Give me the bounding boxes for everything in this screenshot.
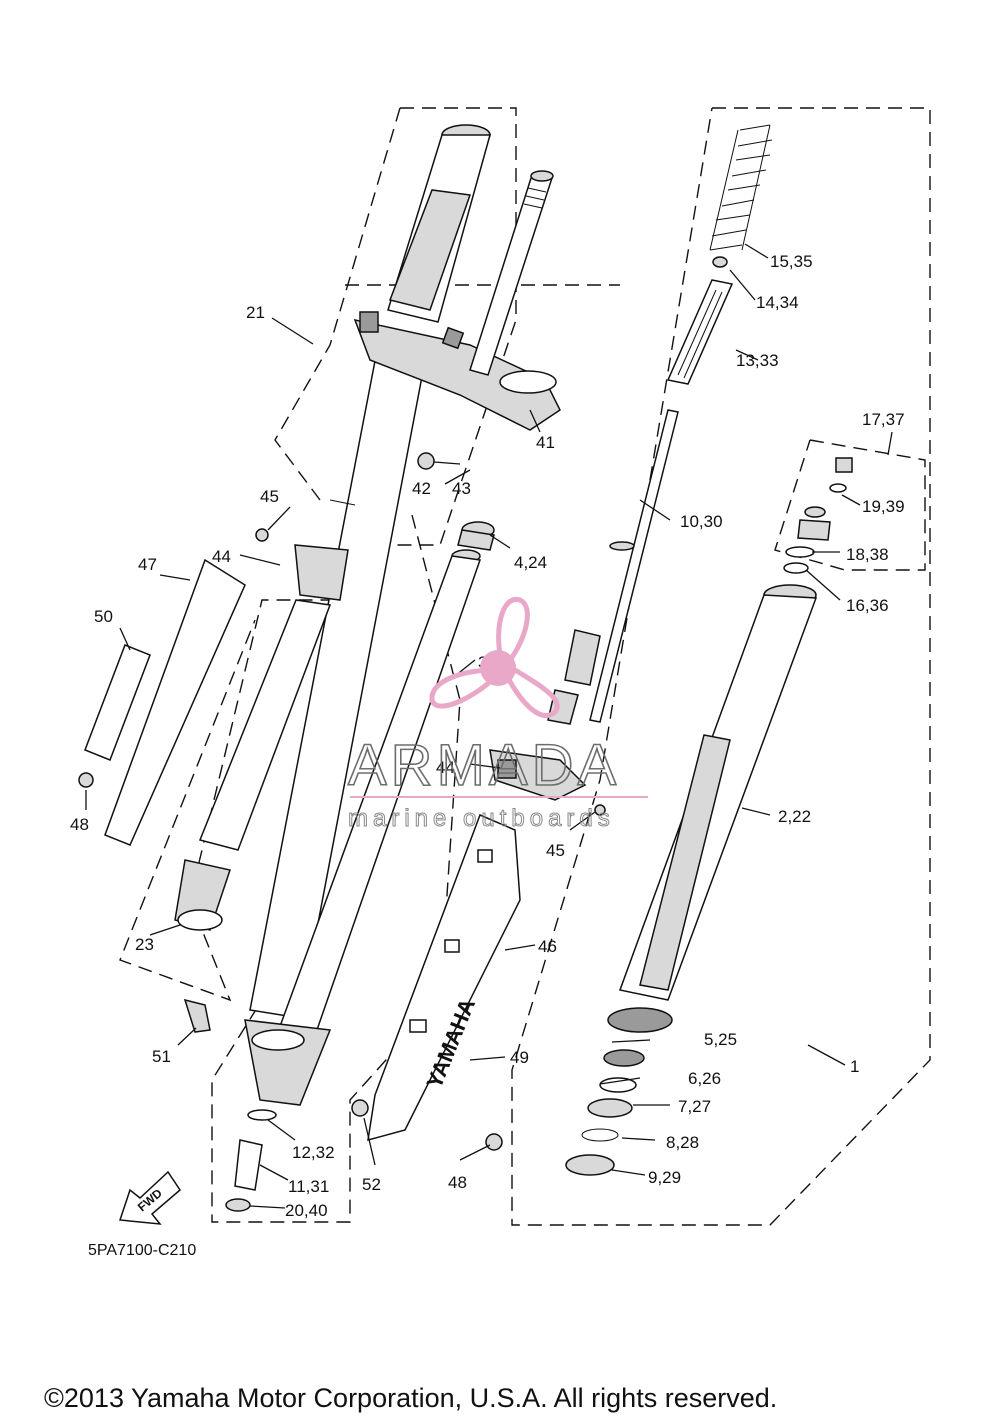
fwd-arrow-icon: FWD	[118, 1170, 181, 1225]
diagram-code: 5PA7100-C210	[88, 1242, 196, 1259]
callout-45b: 45	[546, 841, 565, 860]
fork-guard: YAMAHA	[367, 814, 521, 1142]
callout-17: 17,37	[862, 410, 905, 429]
damper-rod	[547, 409, 679, 725]
callout-15: 15,35	[770, 252, 813, 271]
callout-44b: 44	[436, 758, 455, 777]
callout-8: 8,28	[666, 1133, 699, 1152]
callout-50: 50	[94, 607, 113, 626]
callout-48b: 48	[448, 1173, 467, 1192]
callout-52: 52	[362, 1175, 381, 1194]
callout-7: 7,27	[678, 1097, 711, 1116]
steering-stem	[469, 170, 554, 376]
callout-10: 10,30	[680, 512, 723, 531]
watermark-tagline: marine outboards	[348, 805, 615, 832]
guard-strips	[84, 558, 246, 846]
small-parts	[78, 452, 606, 1212]
callout-48a: 48	[70, 815, 89, 834]
callout-45a: 45	[260, 487, 279, 506]
callout-14: 14,34	[756, 293, 799, 312]
callout-51: 51	[152, 1047, 171, 1066]
callout-labels: 21 45 44 47 50 48 23 51 42 43 41 4,24 3 …	[70, 252, 905, 1220]
callout-9: 9,29	[648, 1168, 681, 1187]
inner-tube	[244, 549, 482, 1106]
callout-6: 6,26	[688, 1069, 721, 1088]
seal-stack	[565, 1049, 645, 1176]
watermark-brand: ARMADA	[348, 733, 620, 798]
callout-11: 11,31	[288, 1177, 329, 1196]
callout-1: 1	[850, 1057, 859, 1076]
callout-21: 21	[246, 303, 265, 322]
callout-13: 13,33	[736, 351, 779, 370]
fork-spring	[666, 124, 773, 385]
callout-43: 43	[452, 479, 471, 498]
callout-4: 4,24	[514, 553, 547, 572]
callout-47: 47	[138, 555, 157, 574]
callout-46: 46	[538, 937, 557, 956]
callout-16: 16,36	[846, 596, 889, 615]
callout-44a: 44	[212, 547, 231, 566]
leader-lines	[85, 243, 893, 1209]
armada-watermark: ARMADA marine outboards	[347, 596, 648, 833]
callout-23: 23	[135, 935, 154, 954]
callout-49: 49	[510, 1048, 529, 1067]
callout-41: 41	[536, 433, 555, 452]
cap-bolt-group	[783, 457, 853, 574]
lower-bracket	[489, 749, 587, 801]
callout-20: 20,40	[285, 1201, 328, 1220]
propeller-logo-icon	[429, 596, 560, 718]
right-outer-tube	[607, 584, 818, 1033]
callout-19: 19,39	[862, 497, 905, 516]
callout-5: 5,25	[704, 1030, 737, 1049]
callout-18: 18,38	[846, 545, 889, 564]
callout-42: 42	[412, 479, 431, 498]
callout-12: 12,32	[292, 1143, 335, 1162]
callout-2: 2,22	[778, 807, 811, 826]
copyright-notice: ©2013 Yamaha Motor Corporation, U.S.A. A…	[44, 1383, 777, 1413]
